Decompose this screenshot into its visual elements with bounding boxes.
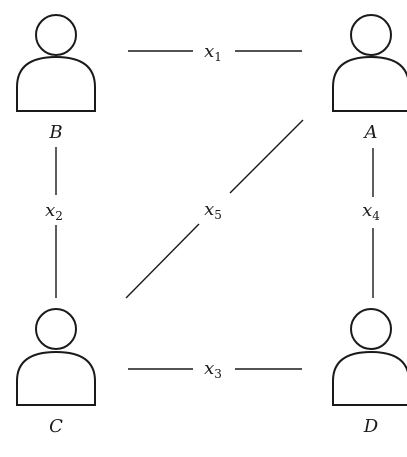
node-label-a: A bbox=[363, 122, 378, 143]
edge-label-x5: x5 bbox=[204, 199, 222, 222]
person-d-icon bbox=[332, 308, 407, 406]
edge-label-x2: x2 bbox=[45, 200, 63, 223]
person-c-icon bbox=[16, 308, 96, 406]
edge-x5-line-lower bbox=[125, 223, 200, 299]
node-label-d: D bbox=[363, 416, 379, 437]
edge-x4: x4 bbox=[362, 148, 380, 298]
edge-x1: x1 bbox=[128, 41, 302, 64]
edge-label-x3: x3 bbox=[204, 358, 222, 381]
person-b-icon bbox=[16, 14, 96, 112]
edge-x2: x2 bbox=[45, 147, 63, 298]
edge-x5-line-upper bbox=[229, 119, 304, 194]
edge-x5: x5 bbox=[125, 119, 304, 299]
edge-x3: x3 bbox=[128, 358, 302, 381]
node-label-c: C bbox=[49, 416, 63, 437]
edge-label-x4: x4 bbox=[362, 200, 380, 223]
node-label-b: B bbox=[48, 122, 62, 143]
person-a-icon bbox=[332, 14, 407, 112]
edge-label-x1: x1 bbox=[204, 41, 222, 64]
